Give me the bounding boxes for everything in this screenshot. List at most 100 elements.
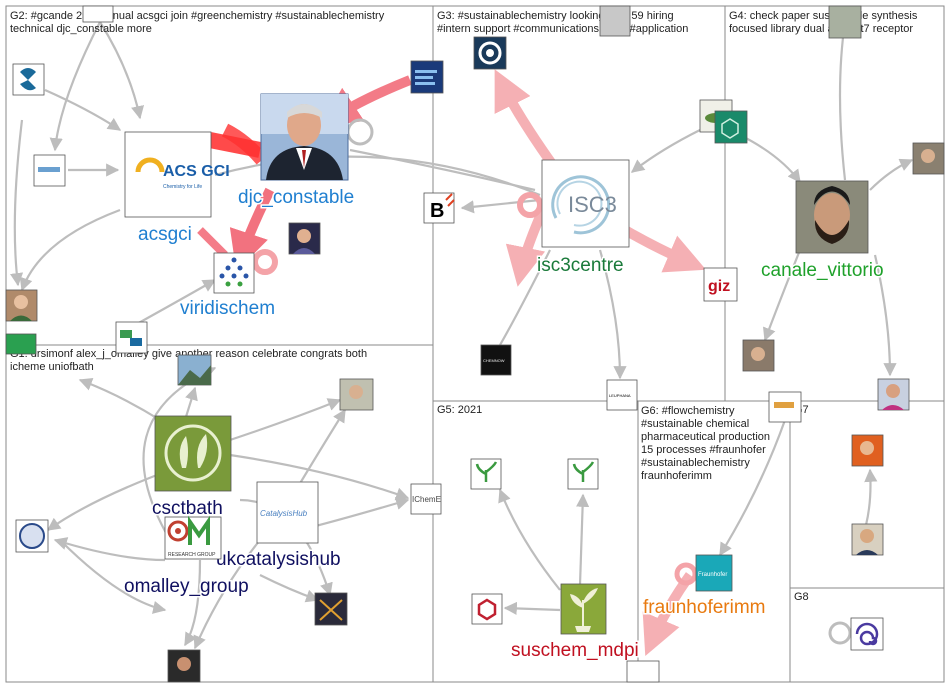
self-loop: [346, 118, 374, 146]
group-label-g2: G2: #gcande 25th annual acsgci join #gre…: [10, 10, 385, 35]
avatar-icon[interactable]: [912, 142, 945, 175]
node-label-csctbath: csctbath: [152, 498, 223, 519]
gear-logo-icon[interactable]: [473, 36, 507, 70]
node-label-djc-constable: djc_constable: [238, 187, 354, 208]
svg-text:CatalysisHub: CatalysisHub: [260, 509, 308, 518]
group-label-g3: G3: #sustainablechemistry looking very 5…: [437, 10, 688, 35]
sprout-logo-icon: [560, 583, 607, 635]
hexagon-logo-icon[interactable]: [471, 593, 503, 625]
edge-weighted: [197, 227, 228, 258]
node-suschem-mdpi[interactable]: [560, 583, 607, 635]
logo-node-icon[interactable]: [82, 5, 114, 23]
svg-text:LEUPHANA: LEUPHANA: [609, 393, 631, 398]
node-chemnow[interactable]: CHEMNOW: [480, 344, 512, 376]
avatar-icon[interactable]: [5, 289, 38, 322]
avatar-icon[interactable]: [851, 434, 884, 467]
svg-text:Chemistry for Life: Chemistry for Life: [163, 184, 202, 190]
node-b-logo[interactable]: B: [423, 192, 455, 224]
edge: [44, 88, 122, 131]
spiral-logo-icon[interactable]: [850, 617, 884, 651]
node-giz[interactable]: giz: [703, 267, 738, 302]
edge: [99, 21, 145, 120]
svg-text:CHEMNOW: CHEMNOW: [483, 358, 505, 363]
edge: [229, 453, 410, 501]
molecule-logo-icon[interactable]: [714, 110, 748, 144]
sprout-logo-icon[interactable]: [567, 458, 599, 490]
group-label-g5: G5: 2021: [437, 404, 482, 416]
self-loop: [517, 192, 543, 218]
edge-weighted: [505, 202, 550, 287]
crystal-logo-icon[interactable]: [314, 592, 348, 626]
edge: [134, 279, 217, 326]
node-label-omalley-group: omalley_group: [124, 576, 249, 597]
edge: [869, 158, 914, 191]
om-logo-icon: RESEARCH GROUP: [164, 515, 222, 560]
logo-node-icon[interactable]: [12, 63, 45, 96]
edge: [259, 574, 320, 603]
avatar-icon[interactable]: [851, 523, 884, 556]
edge: [576, 493, 590, 586]
logo-node-icon[interactable]: [768, 391, 802, 423]
avatar-icon[interactable]: [288, 222, 321, 255]
node-label-suschem-mdpi: suschem_mdpi: [511, 640, 639, 661]
sprout-logo-icon[interactable]: [470, 458, 502, 490]
node-canale-vittorio[interactable]: [795, 180, 869, 254]
logo-node-icon[interactable]: [115, 321, 148, 354]
node-fraunhoferimm[interactable]: Fraunhofer: [695, 554, 733, 592]
logo-node-icon[interactable]: [626, 660, 660, 683]
node-label-canale-vittorio: canale_vittorio: [761, 260, 884, 281]
avatar-icon[interactable]: [742, 339, 775, 372]
logo-node-icon[interactable]: [33, 154, 66, 187]
group-labels: G2: #gcande 25th annual acsgci join #gre…: [10, 10, 918, 603]
node-omalley-group[interactable]: RESEARCH GROUP: [164, 515, 222, 560]
node-djc-constable[interactable]: [260, 93, 349, 181]
group-frame-g7: [789, 400, 945, 589]
svg-text:IChemE: IChemE: [412, 495, 441, 504]
landscape-photo-icon[interactable]: [177, 354, 212, 386]
isc3-logo-icon: ISC3: [541, 159, 630, 248]
avatar-icon[interactable]: [339, 378, 374, 411]
svg-text:ISC3: ISC3: [568, 192, 617, 217]
node-icheme[interactable]: IChemE: [410, 483, 442, 515]
svg-text:ACS GCI: ACS GCI: [163, 163, 230, 180]
self-loops: [252, 118, 852, 645]
edge: [19, 208, 121, 292]
edge: [78, 377, 161, 421]
edge: [193, 539, 261, 650]
edge: [59, 539, 167, 614]
edge: [49, 21, 101, 152]
edge: [739, 134, 801, 184]
node-viridischem[interactable]: [213, 252, 255, 294]
edge: [719, 419, 787, 557]
leuphana-logo-icon: LEUPHANA: [606, 379, 638, 411]
edge: [630, 129, 701, 173]
seal-logo-icon[interactable]: [15, 519, 49, 553]
fraunhofer-logo-icon: Fraunhofer: [695, 554, 733, 592]
avatar-icon[interactable]: [599, 5, 631, 37]
group-label-g8: G8: [794, 591, 809, 603]
self-loop: [674, 562, 698, 586]
avatar-icon[interactable]: [877, 378, 910, 411]
node-acsgci[interactable]: ACS GCI Chemistry for Life: [124, 131, 230, 218]
svg-text:B: B: [430, 200, 444, 222]
logo-node-icon[interactable]: [410, 60, 444, 94]
edge: [873, 254, 897, 377]
avatar-icon[interactable]: [167, 649, 201, 683]
node-ukcatalysishub[interactable]: CatalysisHub: [256, 481, 319, 544]
node-isc3centre[interactable]: ISC3: [541, 159, 630, 248]
group-frame-g8: [789, 587, 945, 683]
node-label-fraunhoferimm: fraunhoferimm: [643, 597, 766, 618]
edge: [184, 559, 202, 647]
portrait-bearded-man-icon: [795, 180, 869, 254]
node-leuphana[interactable]: LEUPHANA: [606, 379, 638, 411]
logo-node-icon[interactable]: [5, 333, 37, 355]
icheme-logo-icon: IChemE: [410, 483, 442, 515]
edge: [460, 198, 541, 214]
edge: [214, 155, 541, 197]
node-csctbath[interactable]: [154, 415, 232, 492]
edge-weighted: [221, 123, 268, 165]
avatar-icon[interactable]: [828, 5, 862, 39]
edge: [229, 398, 342, 442]
